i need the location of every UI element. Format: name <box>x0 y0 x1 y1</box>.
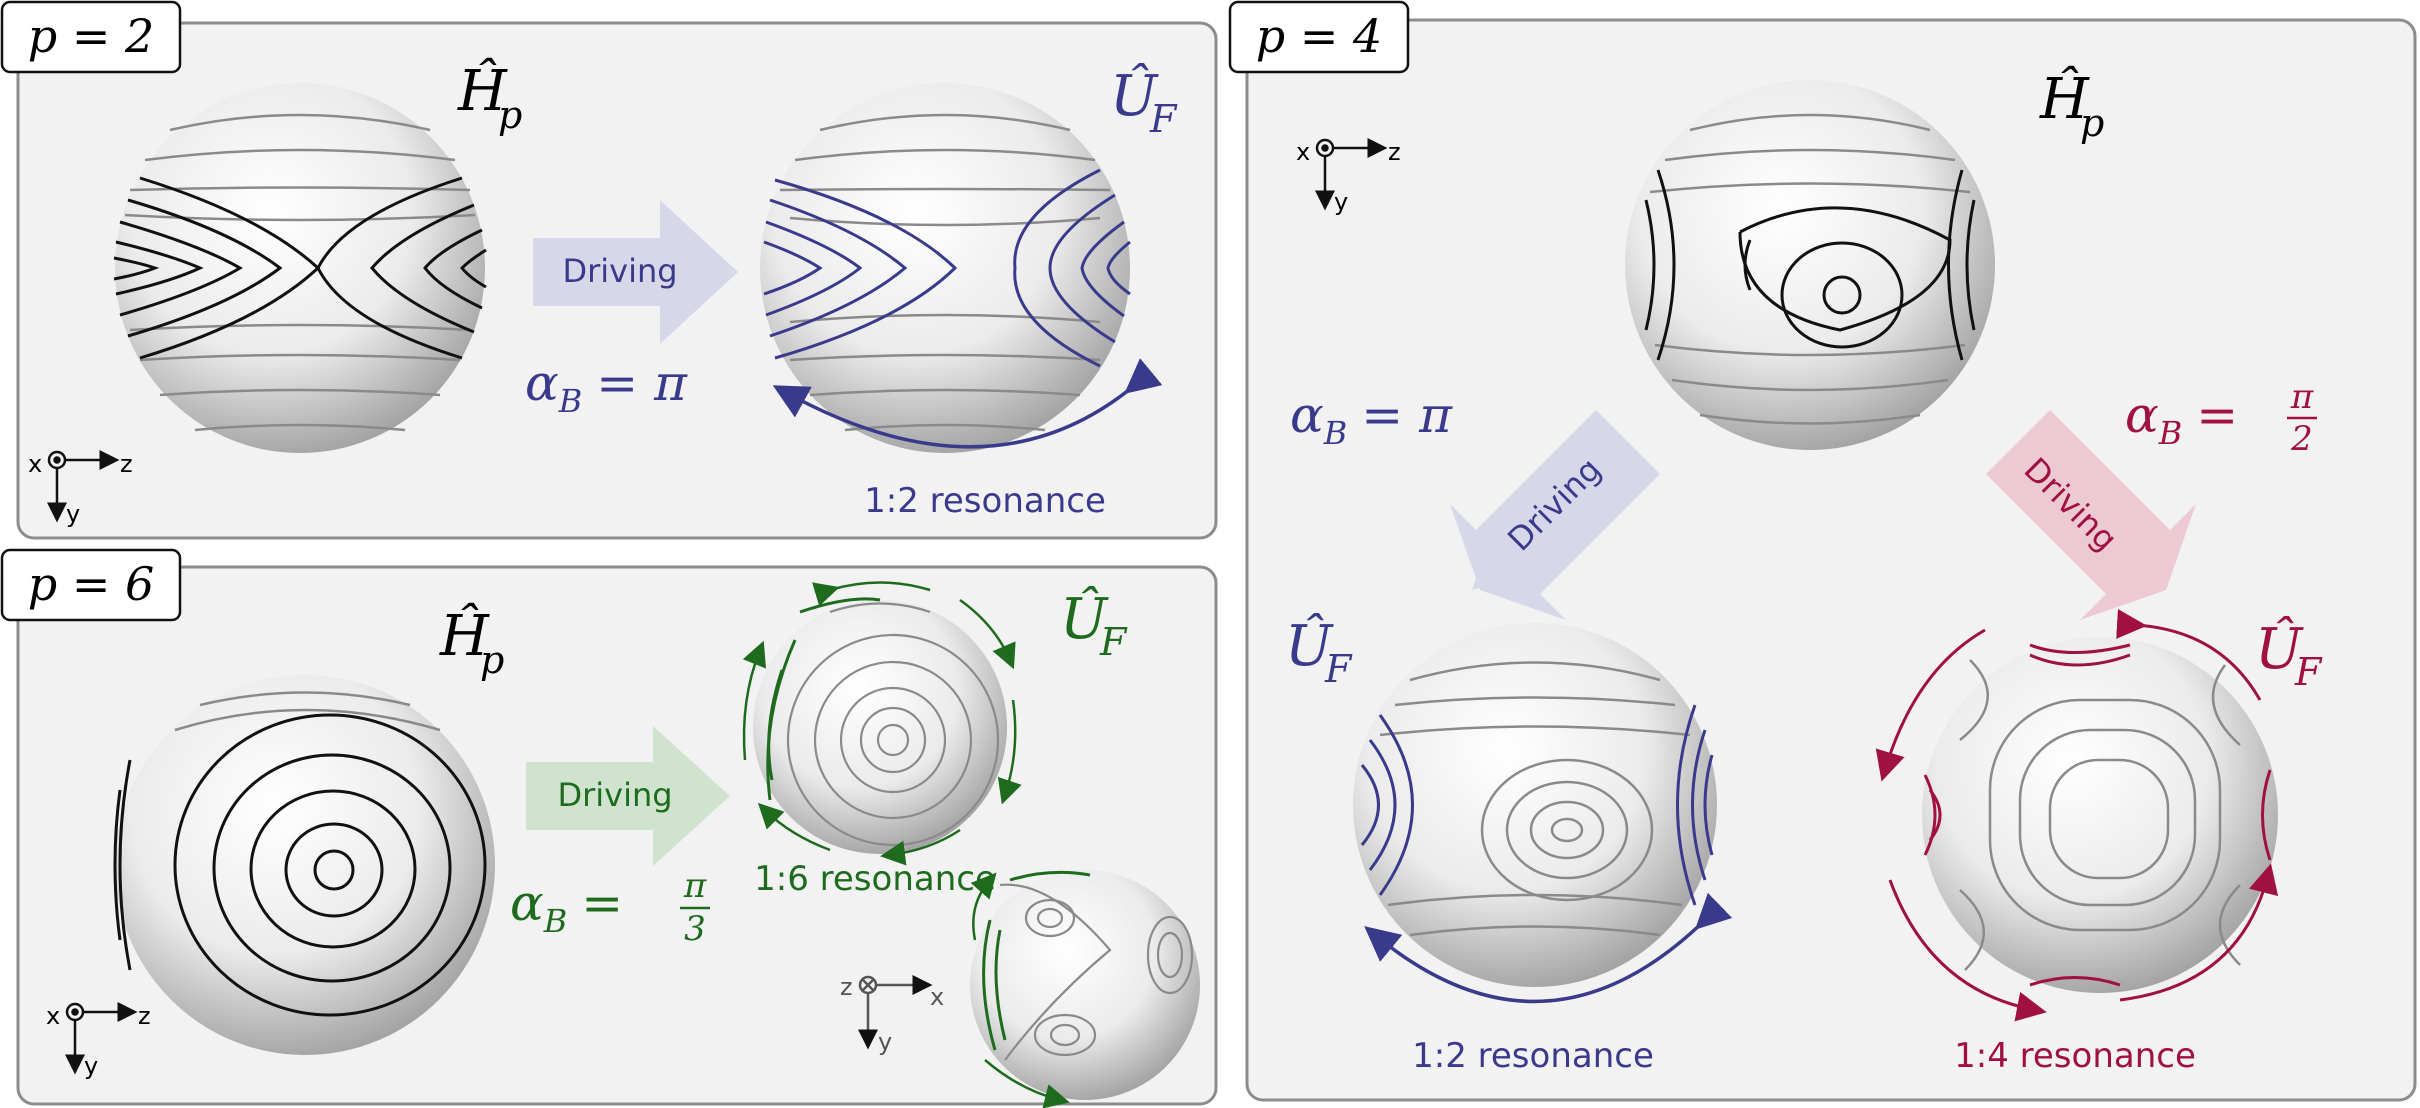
panel-p4: p = 4 x z y <box>1228 0 2417 1102</box>
p6-h-label: Ĥ <box>439 602 490 669</box>
p4-right-u-sub: F <box>2294 650 2323 694</box>
p4-left-resonance-arrow <box>1364 892 1733 1004</box>
panel-p4-tag-box <box>1228 0 1410 74</box>
panel-p4-tag: p = 4 <box>1256 9 1383 63</box>
p6-u-sub: F <box>1099 620 1128 664</box>
p4-left-u-sub: F <box>1324 647 1353 691</box>
panel-p2-tag: p = 2 <box>28 9 155 63</box>
p2-axis-x: x <box>28 450 42 478</box>
panel-p6-tag-box <box>0 548 182 622</box>
p2-floquet-sphere <box>760 83 1131 453</box>
p4-h-sub: p <box>2080 101 2104 145</box>
panel-p6: p = 6 Ĥ p Driving α <box>0 548 1218 1108</box>
p2-u-label: Û <box>1110 62 1159 129</box>
p4-right-u-label: Û <box>2255 615 2304 682</box>
panel-p2-tag-box <box>0 0 182 74</box>
p2-driving-label: Driving <box>562 252 677 290</box>
p4-left-alpha-label: αB= π <box>1290 386 1453 452</box>
p4-left-branch: αB= π Driving Û F <box>1285 386 1733 1076</box>
p4-axis-y: y <box>1334 188 1348 216</box>
p4-left-floquet-sphere <box>1353 623 1717 987</box>
p4-right-alpha-label: αB= π 2 <box>2125 377 2317 459</box>
p4-axis-z: z <box>1388 138 1401 166</box>
p4-right-resonance-label: 1:4 resonance <box>1954 1036 2196 1076</box>
p2-h-label: Ĥ <box>457 57 508 124</box>
p2-driving-arrow <box>533 200 738 344</box>
p4-hamiltonian-sphere <box>1625 80 1995 450</box>
p4-left-u-label: Û <box>1285 612 1334 679</box>
p6-hamiltonian-sphere <box>113 675 495 1055</box>
p4-axis-triad <box>1315 138 1388 211</box>
p2-resonance-arrow <box>772 358 1163 449</box>
p2-alpha-label: αB= π <box>525 354 688 420</box>
p6-resonance-label: 1:6 resonance <box>754 859 996 899</box>
p6-u-label: Û <box>1060 585 1109 652</box>
p4-left-resonance-label: 1:2 resonance <box>1412 1036 1654 1076</box>
p6-driving-label: Driving <box>557 776 672 814</box>
p2-resonance-label: 1:2 resonance <box>864 481 1106 521</box>
panel-p6-tag: p = 6 <box>28 557 155 611</box>
p4-axis-x: x <box>1296 138 1310 166</box>
p2-axis-z: z <box>120 450 133 478</box>
p6-driving-arrow <box>526 726 730 866</box>
p6-axis-y: y <box>84 1052 98 1080</box>
p4-h-label: Ĥ <box>2039 65 2090 132</box>
p6-alpha-label: αB= π 3 <box>510 866 710 949</box>
p6-axis-x: x <box>46 1002 60 1030</box>
svg-text:αB=: αB= <box>510 874 623 940</box>
svg-text:π: π <box>2290 377 2314 417</box>
p4-right-floquet-sphere <box>1922 637 2278 993</box>
p6-axis-triad <box>65 1002 138 1075</box>
p2-hamiltonian-sphere <box>113 83 487 453</box>
p4-right-driving-arrow <box>1986 410 2196 620</box>
p6-floquet-sphere <box>742 581 1022 866</box>
panel-p2: p = 2 <box>0 0 1218 540</box>
p2-u-sub: F <box>1149 97 1178 141</box>
svg-text:2: 2 <box>2290 419 2313 459</box>
svg-text:π: π <box>683 866 707 906</box>
p6-h-sub: p <box>480 638 504 682</box>
p6-floquet-sphere-side <box>970 870 1200 1108</box>
p6-side-axis-y: y <box>878 1028 892 1056</box>
p6-side-axis-x: x <box>930 983 944 1011</box>
p2-axis-y: y <box>66 500 80 528</box>
p2-axis-triad <box>47 450 120 523</box>
svg-text:3: 3 <box>684 909 706 949</box>
svg-text:αB=: αB= <box>2125 386 2238 452</box>
p6-side-axis-z: z <box>840 973 853 1001</box>
p6-side-axis-triad <box>858 975 933 1050</box>
p2-h-sub: p <box>498 93 522 137</box>
p6-axis-z: z <box>138 1002 151 1030</box>
